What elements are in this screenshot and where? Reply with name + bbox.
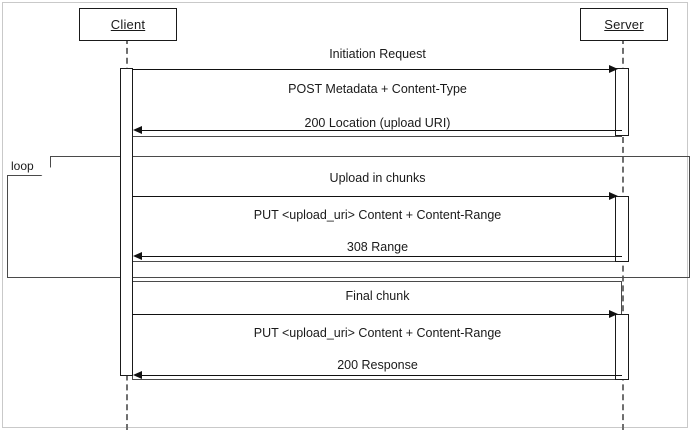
message-final-request-arrowhead bbox=[609, 310, 618, 318]
message-initiation-reply-label: 200 Location (upload URI) bbox=[304, 116, 451, 130]
message-initiation-request-arrowhead bbox=[609, 65, 618, 73]
group-final-caption: Final chunk bbox=[345, 289, 410, 303]
message-chunk-reply-label: 308 Range bbox=[346, 240, 409, 254]
message-chunk-reply-arrowhead bbox=[133, 252, 142, 260]
message-chunk-request-line bbox=[132, 196, 616, 197]
group-initiation-caption: Initiation Request bbox=[329, 47, 426, 61]
message-initiation-reply-arrowhead bbox=[133, 126, 142, 134]
participant-client[interactable]: Client bbox=[79, 8, 177, 41]
activation-server-initiation bbox=[615, 68, 629, 136]
participant-server-label: Server bbox=[604, 17, 644, 32]
participant-client-label: Client bbox=[110, 17, 146, 32]
activation-server-chunk bbox=[615, 196, 629, 262]
message-final-request-label: PUT <upload_uri> Content + Content-Range bbox=[253, 326, 502, 340]
message-final-reply-arrowhead bbox=[133, 371, 142, 379]
activation-client bbox=[120, 68, 133, 376]
message-final-reply-label: 200 Response bbox=[337, 358, 418, 372]
loop-fragment[interactable] bbox=[7, 156, 690, 278]
message-final-request-line bbox=[132, 314, 616, 315]
loop-fragment-label: loop bbox=[11, 158, 34, 173]
message-chunk-request-arrowhead bbox=[609, 192, 618, 200]
loop-fragment-tab: loop bbox=[7, 156, 51, 176]
message-chunk-request-label: PUT <upload_uri> Content + Content-Range bbox=[253, 208, 502, 222]
message-initiation-request-line bbox=[132, 69, 616, 70]
activation-server-final bbox=[615, 314, 629, 380]
message-initiation-reply-line bbox=[136, 130, 622, 131]
group-chunks-caption: Upload in chunks bbox=[329, 171, 426, 185]
message-chunk-reply-line bbox=[136, 256, 622, 257]
message-initiation-request-label: POST Metadata + Content-Type bbox=[288, 82, 467, 96]
participant-server[interactable]: Server bbox=[580, 8, 668, 41]
message-final-reply-line bbox=[136, 375, 622, 376]
